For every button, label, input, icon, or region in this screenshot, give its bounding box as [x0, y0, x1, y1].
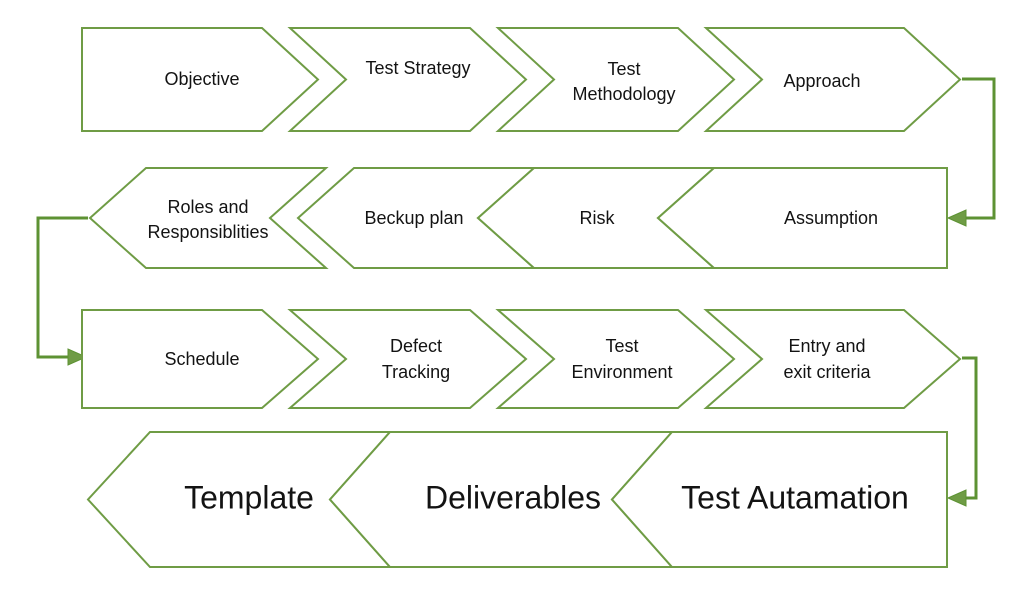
chevron-schedule-label: Schedule: [164, 349, 239, 369]
chevron-risk-label: Risk: [580, 208, 616, 228]
chevron-defect-tracking[interactable]: [287, 309, 528, 409]
chevron-beckup-plan-label: Beckup plan: [364, 208, 463, 228]
chevron-entry-and-exit-criteria[interactable]: [703, 309, 962, 409]
chevron-template-label: Template: [184, 479, 314, 515]
row-1: Objective Test Strategy Test Methodology…: [81, 27, 962, 132]
connector-row3-to-row4: [946, 356, 978, 507]
chevron-approach[interactable]: [703, 27, 962, 132]
chevron-schedule[interactable]: [81, 309, 320, 409]
chevron-objective[interactable]: [81, 27, 320, 132]
connector-arrowhead-row4: [946, 489, 967, 507]
connector-arrowhead-row2: [946, 209, 967, 227]
chevron-entry-and-exit-criteria-label-line1: Entry and: [788, 336, 865, 356]
connector-row2-to-row3: [36, 216, 88, 366]
chevron-roles-and-responsiblities[interactable]: [88, 167, 329, 269]
connector-row1-to-row2: [946, 77, 996, 227]
chevron-test-environment-label-line2: Environment: [571, 362, 672, 382]
chevron-test-methodology[interactable]: [495, 27, 736, 132]
chevron-roles-and-responsiblities-label-line2: Responsiblities: [147, 222, 268, 242]
row-2: Roles and Responsiblities Beckup plan Ri…: [88, 167, 948, 269]
connector-arrowhead-row3: [67, 348, 88, 366]
chevron-assumption-label: Assumption: [784, 208, 878, 228]
chevron-defect-tracking-label-line1: Defect: [390, 336, 442, 356]
chevron-assumption[interactable]: [656, 167, 948, 269]
chevron-test-autamation-label: Test Autamation: [681, 479, 909, 515]
chevron-objective-label: Objective: [164, 69, 239, 89]
chevron-test-environment[interactable]: [495, 309, 736, 409]
chevron-test-autamation[interactable]: [610, 431, 948, 568]
chevron-test-strategy-label: Test Strategy: [365, 58, 470, 78]
chevron-entry-and-exit-criteria-label-line2: exit criteria: [783, 362, 871, 382]
chevron-test-methodology-label-line2: Methodology: [572, 84, 675, 104]
chevron-roles-and-responsiblities-label-line1: Roles and: [167, 197, 248, 217]
chevron-deliverables-label: Deliverables: [425, 479, 601, 515]
chevron-approach-label: Approach: [783, 71, 860, 91]
row-4: Template Deliverables Test Autamation: [86, 431, 948, 568]
chevron-test-methodology-label-line1: Test: [607, 59, 640, 79]
chevron-test-environment-label-line1: Test: [605, 336, 638, 356]
chevron-defect-tracking-label-line2: Tracking: [382, 362, 450, 382]
chevron-test-strategy[interactable]: [287, 27, 528, 132]
row-3: Schedule Defect Tracking Test Environmen…: [81, 309, 962, 409]
